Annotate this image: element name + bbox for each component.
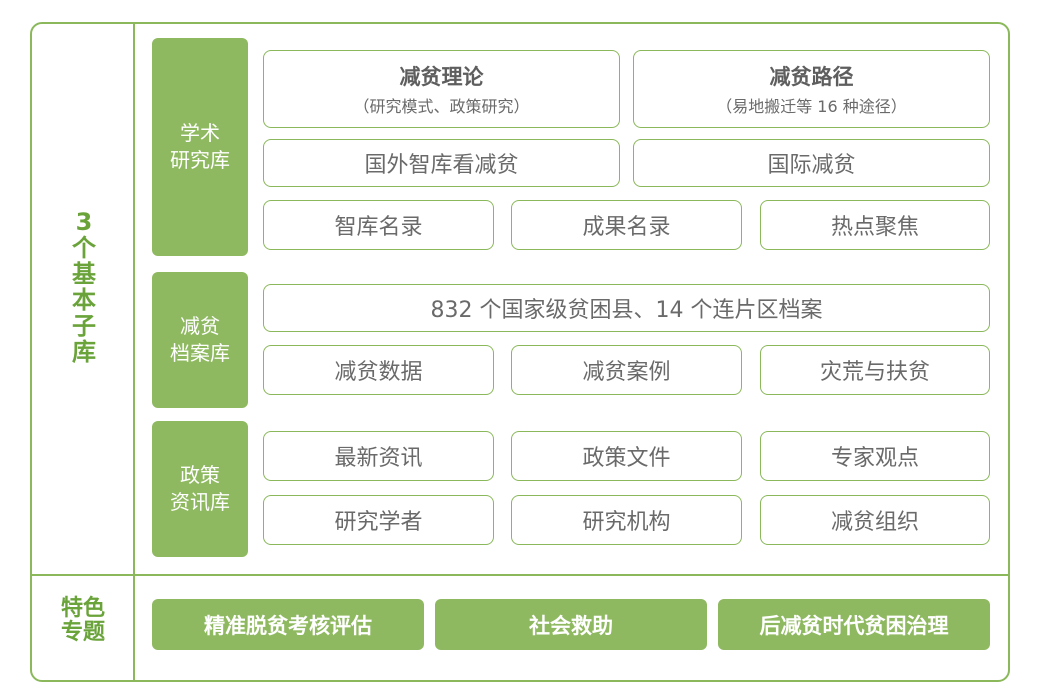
category-policy-info[interactable]: 政策 资讯库: [152, 421, 248, 557]
box-poverty-path[interactable]: 减贫路径 （易地搬迁等 16 种途径）: [633, 50, 990, 128]
box-subtitle: （易地搬迁等 16 种途径）: [716, 97, 907, 116]
box-latest-news[interactable]: 最新资讯: [263, 431, 494, 481]
category-label: 档案库: [170, 341, 230, 365]
vertical-divider: [133, 23, 135, 681]
box-research-scholars[interactable]: 研究学者: [263, 495, 494, 545]
label-char: 3: [75, 208, 93, 236]
box-title: 减贫路径: [769, 65, 854, 89]
label-char: 基: [72, 259, 96, 288]
box-famine-and-relief[interactable]: 灾荒与扶贫: [760, 345, 990, 395]
box-label: 专家观点: [830, 446, 919, 471]
category-label: 减贫: [180, 314, 220, 338]
box-foreign-think-tank[interactable]: 国外智库看减贫: [263, 139, 620, 187]
category-label: 政策: [180, 463, 220, 487]
featured-post-poverty-governance[interactable]: 后减贫时代贫困治理: [718, 599, 990, 650]
box-label: 热点聚焦: [830, 215, 919, 240]
box-expert-views[interactable]: 专家观点: [760, 431, 990, 481]
box-policy-documents[interactable]: 政策文件: [511, 431, 742, 481]
category-label: 学术: [180, 121, 220, 145]
category-label: 资讯库: [170, 490, 230, 514]
box-county-archives[interactable]: 832 个国家级贫困县、14 个连片区档案: [263, 284, 990, 332]
box-label: 减贫数据: [334, 360, 423, 385]
box-label: 减贫组织: [830, 510, 919, 535]
box-label: 国际减贫: [767, 153, 856, 178]
box-label: 最新资讯: [334, 446, 423, 471]
diagram-frame: [30, 22, 1010, 682]
label-char: 子: [72, 311, 96, 340]
box-label: 研究机构: [582, 510, 671, 535]
category-label: 研究库: [170, 148, 230, 172]
label-line: 特色: [60, 596, 105, 621]
box-poverty-organizations[interactable]: 减贫组织: [760, 495, 990, 545]
box-label: 智库名录: [334, 215, 423, 240]
label-char: 本: [72, 285, 96, 314]
box-label: 政策文件: [582, 446, 671, 471]
box-research-institutions[interactable]: 研究机构: [511, 495, 742, 545]
featured-topics-label: 特色 专题: [50, 597, 116, 645]
box-international-poverty[interactable]: 国际减贫: [633, 139, 990, 187]
box-poverty-theory[interactable]: 减贫理论 （研究模式、政策研究）: [263, 50, 620, 128]
category-poverty-archive[interactable]: 减贫 档案库: [152, 272, 248, 408]
box-label: 减贫案例: [582, 360, 671, 385]
category-academic-research[interactable]: 学术 研究库: [152, 38, 248, 256]
box-label: 研究学者: [334, 510, 423, 535]
box-label: 832 个国家级贫困县、14 个连片区档案: [430, 298, 823, 323]
label-char: 库: [72, 337, 96, 366]
box-results-directory[interactable]: 成果名录: [511, 200, 742, 250]
label-char: 个: [72, 233, 96, 262]
box-think-tank-directory[interactable]: 智库名录: [263, 200, 494, 250]
basic-sublibraries-label: 3 个 基 本 子 库: [58, 208, 110, 366]
box-hotspot-focus[interactable]: 热点聚焦: [760, 200, 990, 250]
box-title: 减贫理论: [399, 65, 484, 89]
label-line: 专题: [60, 619, 105, 645]
featured-label: 精准脱贫考核评估: [204, 613, 372, 638]
box-poverty-cases[interactable]: 减贫案例: [511, 345, 742, 395]
horizontal-divider: [31, 574, 1009, 576]
featured-social-assistance[interactable]: 社会救助: [435, 599, 707, 650]
box-label: 成果名录: [582, 215, 671, 240]
box-label: 灾荒与扶贫: [819, 360, 930, 385]
featured-label: 后减贫时代贫困治理: [759, 613, 949, 638]
featured-label: 社会救助: [529, 613, 613, 638]
box-subtitle: （研究模式、政策研究）: [353, 97, 530, 116]
featured-precise-poverty-evaluation[interactable]: 精准脱贫考核评估: [152, 599, 424, 650]
box-label: 国外智库看减贫: [364, 153, 519, 178]
box-poverty-data[interactable]: 减贫数据: [263, 345, 494, 395]
